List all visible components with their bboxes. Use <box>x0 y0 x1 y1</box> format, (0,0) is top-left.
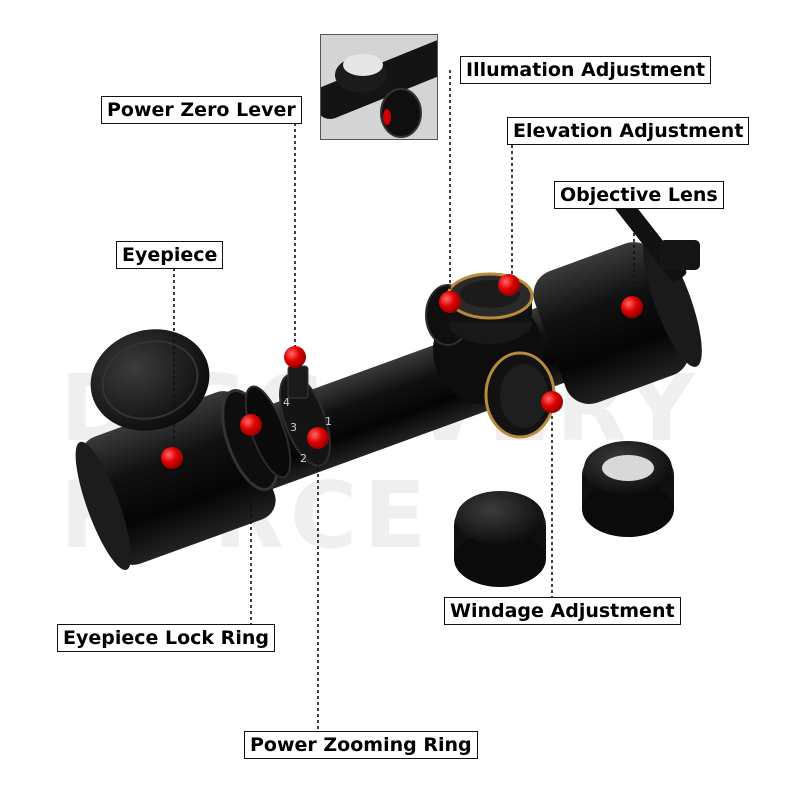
windage-cap-loose <box>454 491 546 587</box>
zoom-numbers: 1 2 3 4 <box>283 396 332 465</box>
elevation-cap-loose <box>582 441 674 537</box>
label-eyepiece-lock-ring: Eyepiece Lock Ring <box>57 624 275 652</box>
eyepiece-flip-cap <box>90 329 210 431</box>
leader-lines <box>173 70 635 733</box>
illumination-inset-photo <box>320 34 438 140</box>
label-illumination-adjustment: Illumation Adjustment <box>460 56 712 84</box>
marker-eyepiece-lock <box>240 414 262 436</box>
label-elevation-adjustment: Elevation Adjustment <box>507 117 750 145</box>
marker-windage <box>541 391 563 413</box>
zoom-number-4: 4 <box>283 396 290 409</box>
marker-power-zero <box>284 346 306 368</box>
markers <box>161 274 643 469</box>
marker-power-zoom <box>307 427 329 449</box>
marker-elevation <box>498 274 520 296</box>
label-power-zero-lever: Power Zero Lever <box>101 96 302 124</box>
label-windage-adjustment: Windage Adjustment <box>444 597 681 625</box>
marker-objective <box>621 296 643 318</box>
marker-eyepiece <box>161 447 183 469</box>
objective-bell <box>533 234 702 405</box>
label-power-zooming-ring: Power Zooming Ring <box>244 731 478 759</box>
label-eyepiece: Eyepiece <box>116 241 224 269</box>
objective-flip-cap <box>607 187 700 283</box>
zoom-number-3: 3 <box>290 421 297 434</box>
windage-turret <box>484 351 556 439</box>
power-zero-lever <box>287 365 309 399</box>
eyepiece-lock-ring <box>221 385 292 491</box>
zoom-number-1: 1 <box>325 415 332 428</box>
label-objective-lens: Objective Lens <box>554 181 724 209</box>
zoom-number-2: 2 <box>300 452 307 465</box>
marker-illumination <box>439 291 461 313</box>
